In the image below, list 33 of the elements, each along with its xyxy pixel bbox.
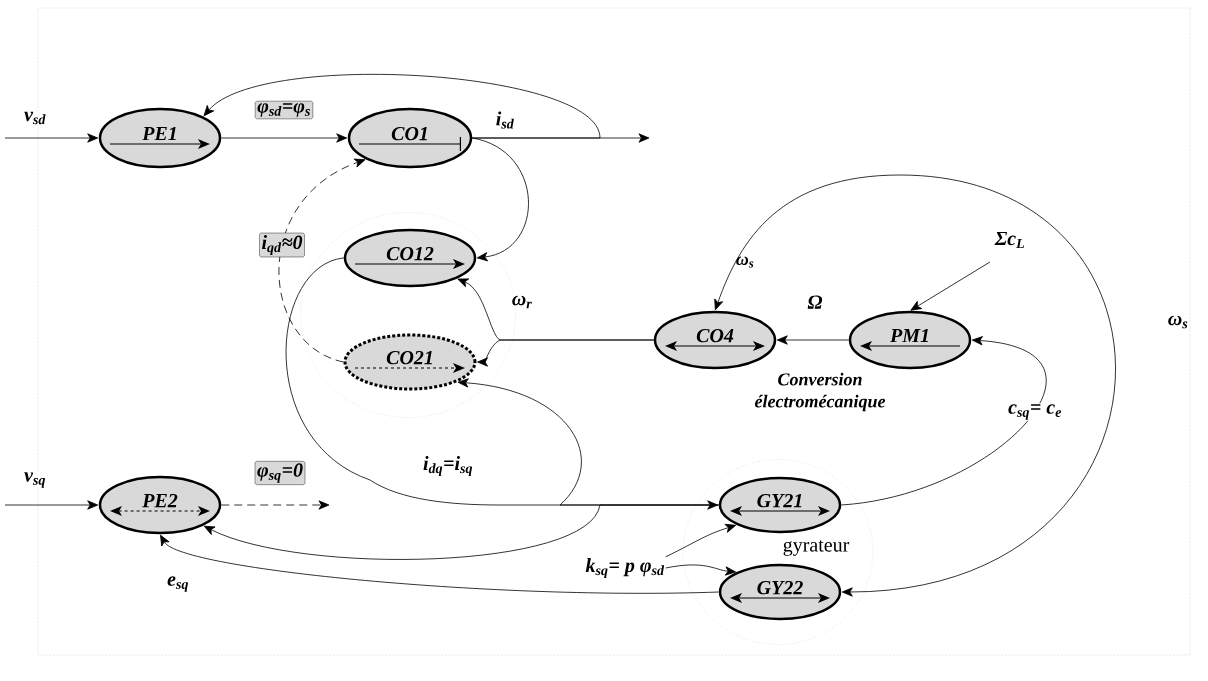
arrow xyxy=(840,336,1047,506)
arrow xyxy=(4,133,99,143)
edge-label: i$_{sd}$ xyxy=(494,110,516,130)
edge-label: Σc$_{L}$ xyxy=(993,230,1027,250)
arrow xyxy=(910,261,991,311)
edge-label: e$_{sq}$ xyxy=(166,575,190,593)
edge-label: c$_{sq}$= c$_{e}$ xyxy=(1007,403,1063,421)
equation-box: φ$_{sd}$=φ$_{s}$ xyxy=(254,100,314,120)
arrow xyxy=(203,73,601,139)
arrow xyxy=(477,339,655,367)
arrow xyxy=(4,500,99,510)
arrow xyxy=(665,564,737,576)
arrow xyxy=(714,174,1116,597)
arrow xyxy=(220,500,330,510)
equation-label: k$_{sq}$= p φ$_{sd}$ xyxy=(585,558,665,578)
text-label: ω$_{s}$ xyxy=(736,256,754,268)
edge-label: ω$_{r}$ xyxy=(510,294,534,310)
arrow xyxy=(471,137,529,262)
edge-label: v$_{sd}$ xyxy=(23,110,47,126)
arrow xyxy=(220,133,348,143)
arrow xyxy=(203,504,720,560)
equation-box: φ$_{sq}$=0 xyxy=(254,461,306,485)
arrow xyxy=(776,335,850,345)
text-label: Conversion électromécanique xyxy=(754,372,886,412)
edge-label: v$_{sq}$ xyxy=(23,471,47,489)
edge-label: ω$_{s}$ xyxy=(1166,314,1190,330)
arrow xyxy=(160,534,720,594)
edge-label: i$_{dq}$=i$_{sq}$ xyxy=(422,455,474,477)
edge-label: Ω xyxy=(806,294,824,310)
arrow xyxy=(278,158,366,363)
arrow xyxy=(285,257,719,510)
arrow xyxy=(665,523,737,558)
equation-box: i$_{qd}$≈0 xyxy=(259,232,305,258)
